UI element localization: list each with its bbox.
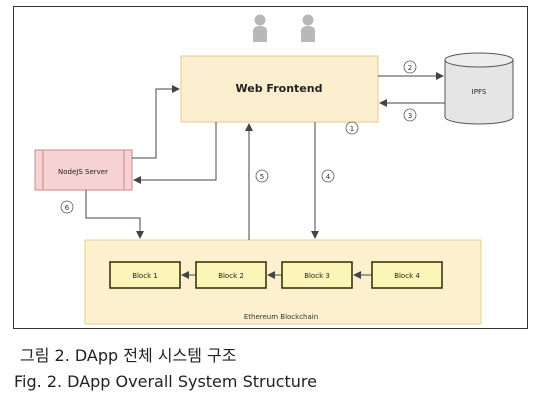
architecture-diagram: Web Frontend IPFS NodeJS Server Ethereum… (34, 14, 514, 325)
block-3: Block 3 (281, 261, 353, 289)
ipfs-label: IPFS (472, 88, 487, 96)
svg-text:2: 2 (408, 64, 412, 72)
step-badge-1: 1 (345, 121, 359, 135)
block-4: Block 4 (371, 261, 443, 289)
nodejs-server-node: NodeJS Server (34, 149, 133, 191)
step-badge-3: 3 (403, 108, 417, 122)
svg-text:6: 6 (65, 204, 70, 212)
frontend-to-server-arrow (133, 122, 217, 184)
nodejs-server-label: NodeJS Server (58, 168, 108, 176)
step-badge-4: 4 (321, 169, 335, 183)
figure-caption-korean: 그림 2. DApp 전체 시스템 구조 (20, 346, 237, 365)
step-badge-5: 5 (255, 169, 269, 183)
figure-caption-english: Fig. 2. DApp Overall System Structure (14, 372, 317, 391)
block-label: Block 3 (304, 272, 330, 280)
svg-text:4: 4 (326, 173, 331, 181)
svg-text:3: 3 (408, 112, 412, 120)
server-to-chain-arrow (85, 190, 144, 239)
block-label: Block 4 (394, 272, 420, 280)
block-2: Block 2 (195, 261, 267, 289)
ipfs-node: IPFS (444, 52, 514, 125)
svg-text:1: 1 (350, 125, 354, 133)
user-icon (253, 14, 267, 42)
svg-text:5: 5 (260, 173, 264, 181)
block-1: Block 1 (109, 261, 181, 289)
step-badge-2: 2 (403, 60, 417, 74)
block-label: Block 2 (218, 272, 244, 280)
step-badge-6: 6 (60, 200, 74, 214)
user-icon (301, 14, 315, 42)
blockchain-label: Ethereum Blockchain (244, 313, 318, 321)
server-to-frontend-arrow (132, 85, 180, 159)
block-label: Block 1 (132, 272, 158, 280)
web-frontend-label: Web Frontend (236, 82, 323, 95)
web-frontend-node: Web Frontend (180, 55, 379, 123)
